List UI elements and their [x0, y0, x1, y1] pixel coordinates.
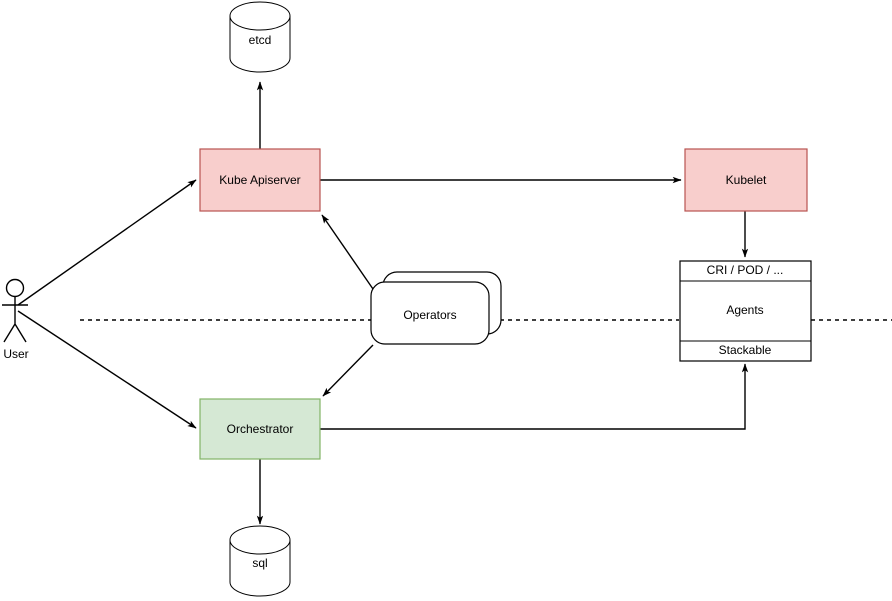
node-orchestrator[interactable]: Orchestrator: [199, 398, 321, 460]
node-user-label: User: [3, 347, 28, 361]
user-body-icon: [2, 297, 28, 343]
node-kubelet[interactable]: Kubelet: [684, 148, 808, 212]
edge-operators-to-orchestrator: [322, 344, 374, 397]
node-kube-apiserver[interactable]: Kube Apiserver: [199, 148, 321, 212]
edge-orchestrator-to-agents: [320, 363, 749, 430]
edge-user-to-kube-apiserver: [17, 179, 197, 306]
node-orchestrator-label: Orchestrator: [227, 422, 294, 436]
node-kubelet-label: Kubelet: [726, 173, 767, 187]
node-user[interactable]: User: [2, 278, 29, 362]
node-operators-front-card: [370, 281, 490, 345]
user-head-icon: [5, 278, 25, 298]
node-sql-label: sql: [252, 556, 267, 570]
node-operators-label: Operators: [403, 308, 456, 322]
node-agents[interactable]: CRI / POD / ... Agents Stackable: [679, 260, 812, 362]
node-agents-label: Agents: [726, 303, 763, 317]
edge-user-to-orchestrator: [17, 310, 197, 429]
node-sql[interactable]: sql: [229, 525, 291, 597]
edge-layer: [17, 81, 749, 525]
node-agents-footer: Stackable: [719, 343, 772, 357]
node-etcd[interactable]: etcd: [229, 1, 291, 73]
node-kube-apiserver-label: Kube Apiserver: [219, 173, 300, 187]
node-etcd-label: etcd: [249, 33, 272, 47]
node-agents-header: CRI / POD / ...: [707, 263, 784, 277]
node-operators[interactable]: Operators: [370, 271, 502, 345]
edge-operators-to-kube-apiserver: [321, 214, 374, 290]
